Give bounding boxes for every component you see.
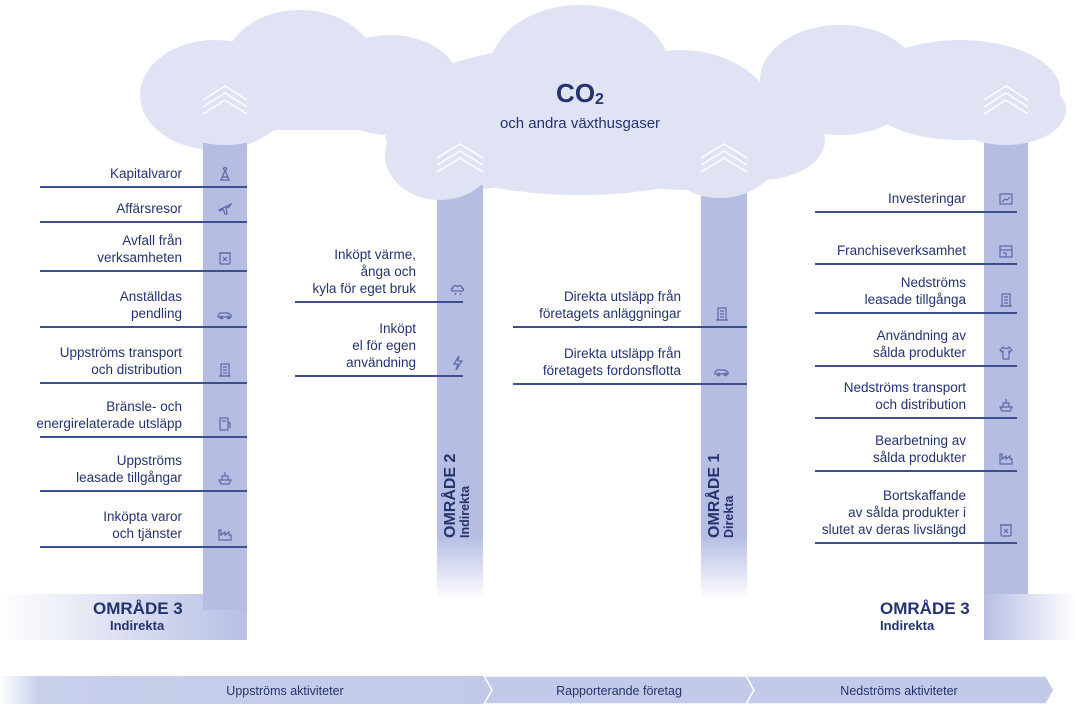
scope3-left-heading: OMRÅDE 3 [93, 599, 183, 618]
scope1-heading: OMRÅDE 1 [706, 453, 723, 538]
co2-title: CO [556, 78, 596, 108]
shirt-icon [997, 344, 1015, 362]
item-underline [815, 542, 1017, 544]
steam-cloud-icon [449, 280, 467, 298]
store-icon [997, 242, 1015, 260]
trash-bin-icon [997, 521, 1015, 539]
scope3-right-item-label: Franchiseverksamhet [836, 243, 966, 258]
scope1-column [701, 170, 747, 600]
item-underline [40, 221, 247, 223]
building-icon [216, 361, 234, 379]
item-underline [40, 382, 247, 384]
item-underline [40, 436, 247, 438]
airplane-icon [216, 200, 234, 218]
co2-subscript: 2 [595, 91, 604, 108]
ship-icon [997, 396, 1015, 414]
chart-icon [997, 190, 1015, 208]
item-underline [295, 301, 463, 303]
item-underline [40, 270, 247, 272]
item-underline [40, 490, 247, 492]
scope3-left-item-label: Kapitalvaror [109, 166, 182, 181]
factory-icon [997, 449, 1015, 467]
item-underline [815, 263, 1017, 265]
co2-subtitle: och andra växthusgaser [499, 115, 661, 132]
item-underline [815, 211, 1017, 213]
ship-icon [216, 469, 234, 487]
scope2-sub: Indirekta [458, 485, 472, 538]
item-underline [815, 365, 1017, 367]
scope3-right-sub: Indirekta [880, 618, 935, 633]
scope3-right-item-label: Investeringar [887, 191, 966, 206]
building-icon [997, 291, 1015, 309]
item-underline [295, 375, 463, 377]
value-chain-arrow-bar [0, 675, 1055, 704]
lightning-icon [449, 354, 467, 372]
item-underline [513, 383, 747, 385]
scope1-sub: Direkta [722, 495, 736, 538]
factory-icon [216, 525, 234, 543]
car-icon [216, 305, 234, 323]
scope3-right-column [984, 140, 1076, 640]
scope2-heading: OMRÅDE 2 [442, 453, 459, 538]
trash-bin-icon [216, 249, 234, 267]
item-underline [815, 417, 1017, 419]
co2-heading: CO2 och andra växthusgaser [480, 78, 680, 133]
item-underline [40, 546, 247, 548]
crane-icon [216, 165, 234, 183]
item-underline [815, 312, 1017, 314]
item-underline [40, 326, 247, 328]
building-icon [713, 305, 731, 323]
bottom-label-upstream: Uppströms aktiviteter [226, 684, 344, 698]
scope1-label: OMRÅDE 1 Direkta [706, 454, 736, 538]
bottom-label-reporting: Rapporterande företag [556, 684, 682, 698]
bottom-label-downstream: Nedströms aktiviteter [840, 684, 958, 698]
item-underline [815, 470, 1017, 472]
fuel-pump-icon [216, 415, 234, 433]
scope3-left-sub: Indirekta [110, 618, 165, 633]
scope3-right-heading: OMRÅDE 3 [880, 599, 970, 618]
scope3-left-item-label: Affärsresor [116, 201, 182, 216]
upward-chevrons [202, 85, 1029, 173]
item-underline [40, 186, 247, 188]
scope2-column [437, 170, 483, 600]
item-underline [513, 326, 747, 328]
scope2-label: OMRÅDE 2 Indirekta [442, 454, 472, 538]
car-icon [713, 362, 731, 380]
